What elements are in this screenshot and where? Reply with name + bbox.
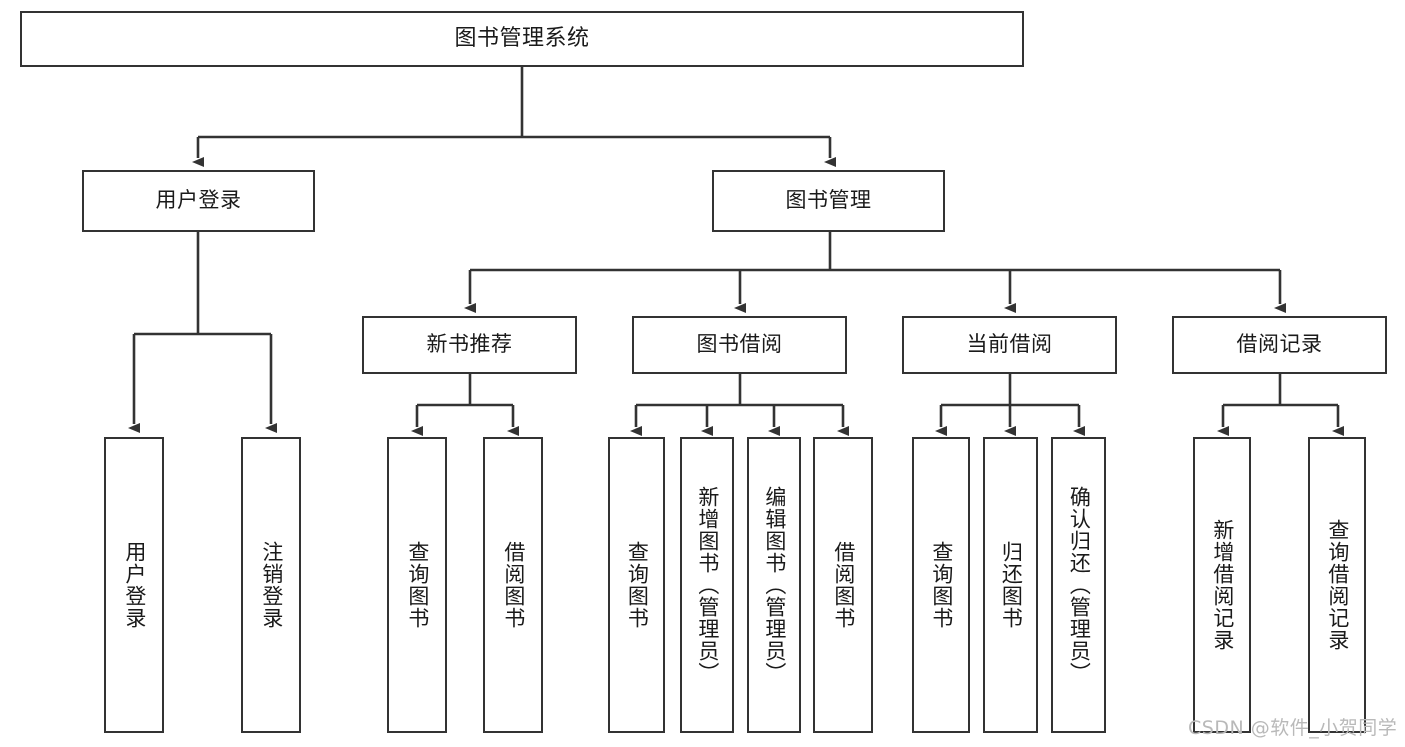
node-label: 用户登录: [122, 541, 147, 629]
leaf-record-add-record[interactable]: 新增借阅记录: [1193, 437, 1251, 733]
leaf-borrow-add-book-admin[interactable]: 新增图书（管理员）: [680, 437, 734, 733]
node-label: 确认归还（管理员）: [1067, 486, 1092, 684]
leaf-user-logout[interactable]: 注销登录: [241, 437, 301, 733]
leaf-current-return-book[interactable]: 归还图书: [983, 437, 1038, 733]
node-label: 图书管理: [785, 188, 872, 213]
node-current-borrow[interactable]: 当前借阅: [902, 316, 1117, 374]
node-borrow-record[interactable]: 借阅记录: [1172, 316, 1387, 374]
leaf-record-query-record[interactable]: 查询借阅记录: [1308, 437, 1366, 733]
node-label: 借阅图书: [501, 541, 526, 629]
node-label: 编辑图书（管理员）: [762, 486, 787, 684]
node-user-login[interactable]: 用户登录: [82, 170, 315, 232]
node-label: 图书管理系统: [454, 25, 590, 51]
node-label: 当前借阅: [966, 332, 1053, 357]
watermark: CSDN @软件_小贺同学: [1188, 717, 1398, 739]
node-label: 新书推荐: [426, 332, 513, 357]
node-label: 图书借阅: [696, 332, 783, 357]
leaf-borrow-edit-book-admin[interactable]: 编辑图书（管理员）: [747, 437, 801, 733]
node-label: 查询图书: [625, 541, 650, 629]
node-label: 查询图书: [929, 541, 954, 629]
node-label: 新增借阅记录: [1210, 519, 1235, 651]
node-root-system[interactable]: 图书管理系统: [20, 11, 1024, 67]
node-label: 用户登录: [155, 188, 242, 213]
node-book-management[interactable]: 图书管理: [712, 170, 945, 232]
leaf-recommend-query-book[interactable]: 查询图书: [387, 437, 447, 733]
node-label: 借阅图书: [831, 541, 856, 629]
node-label: 查询图书: [405, 541, 430, 629]
leaf-current-confirm-return-admin[interactable]: 确认归还（管理员）: [1051, 437, 1106, 733]
leaf-borrow-borrow-book[interactable]: 借阅图书: [813, 437, 873, 733]
leaf-current-query-book[interactable]: 查询图书: [912, 437, 970, 733]
leaf-recommend-borrow-book[interactable]: 借阅图书: [483, 437, 543, 733]
leaf-borrow-query-book[interactable]: 查询图书: [608, 437, 665, 733]
node-label: 新增图书（管理员）: [695, 486, 720, 684]
leaf-user-login[interactable]: 用户登录: [104, 437, 164, 733]
node-book-borrow[interactable]: 图书借阅: [632, 316, 847, 374]
node-label: 注销登录: [259, 541, 284, 629]
node-label: 借阅记录: [1236, 332, 1323, 357]
node-new-book-recommend[interactable]: 新书推荐: [362, 316, 577, 374]
node-label: 归还图书: [999, 541, 1024, 629]
node-label: 查询借阅记录: [1325, 519, 1350, 651]
